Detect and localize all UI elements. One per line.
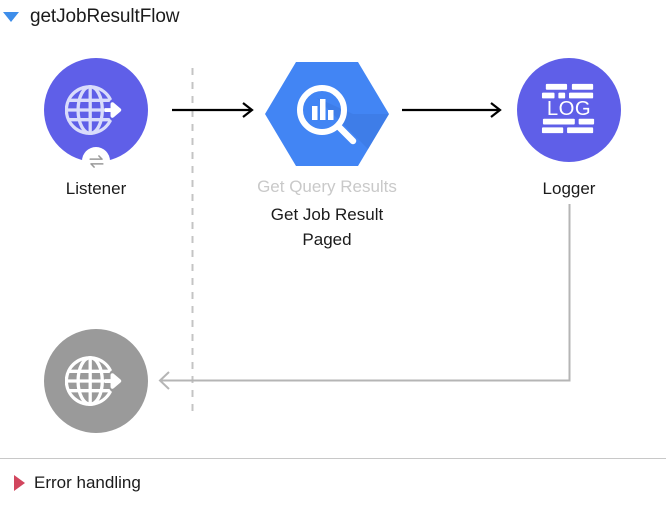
bigquery-hexagon-shape xyxy=(265,62,389,166)
section-divider xyxy=(0,458,666,459)
error-handling-label: Error handling xyxy=(34,472,141,492)
exchange-arrows-icon xyxy=(88,154,104,168)
flow-disclosure-triangle-down-icon[interactable] xyxy=(0,0,22,34)
logger-circle[interactable]: LOG xyxy=(517,58,621,162)
triangle-right-icon xyxy=(13,474,25,491)
node-label-listener: Listener xyxy=(65,179,127,198)
bigquery-magnifier-chart-icon xyxy=(297,85,357,145)
response-listener-circle[interactable] xyxy=(44,329,148,433)
node-listener[interactable]: Listener xyxy=(44,58,148,198)
flow-header: getJobResultFlow xyxy=(0,0,666,34)
error-handling-section[interactable]: Error handling xyxy=(0,459,666,506)
triangle-down-icon xyxy=(3,12,19,22)
node-response-listener[interactable] xyxy=(44,329,148,433)
error-handling-disclosure-triangle-right-icon[interactable] xyxy=(6,459,32,506)
listener-exchange-badge xyxy=(82,147,110,175)
node-sublabel-get-job-result-paged: Get Job Result Paged xyxy=(270,205,384,249)
listener-circle[interactable] xyxy=(44,58,148,175)
globe-arrow-icon xyxy=(65,85,122,135)
log-lines-icon: LOG xyxy=(541,83,595,134)
node-logger[interactable]: LOG Logger xyxy=(517,58,621,198)
bigquery-hexagon[interactable] xyxy=(265,58,389,170)
node-label-get-query-results: Get Query Results xyxy=(257,177,397,196)
globe-arrow-icon xyxy=(65,356,122,406)
node-get-job-result-paged[interactable]: Get Query Results Get Job Result Paged xyxy=(257,58,397,249)
svg-text:LOG: LOG xyxy=(547,98,591,120)
node-label-logger: Logger xyxy=(542,179,596,198)
flow-title: getJobResultFlow xyxy=(30,6,180,27)
flow-canvas[interactable]: Listener xyxy=(0,34,666,458)
connector-query-to-logger xyxy=(402,102,502,118)
connector-listener-to-query xyxy=(172,102,254,118)
